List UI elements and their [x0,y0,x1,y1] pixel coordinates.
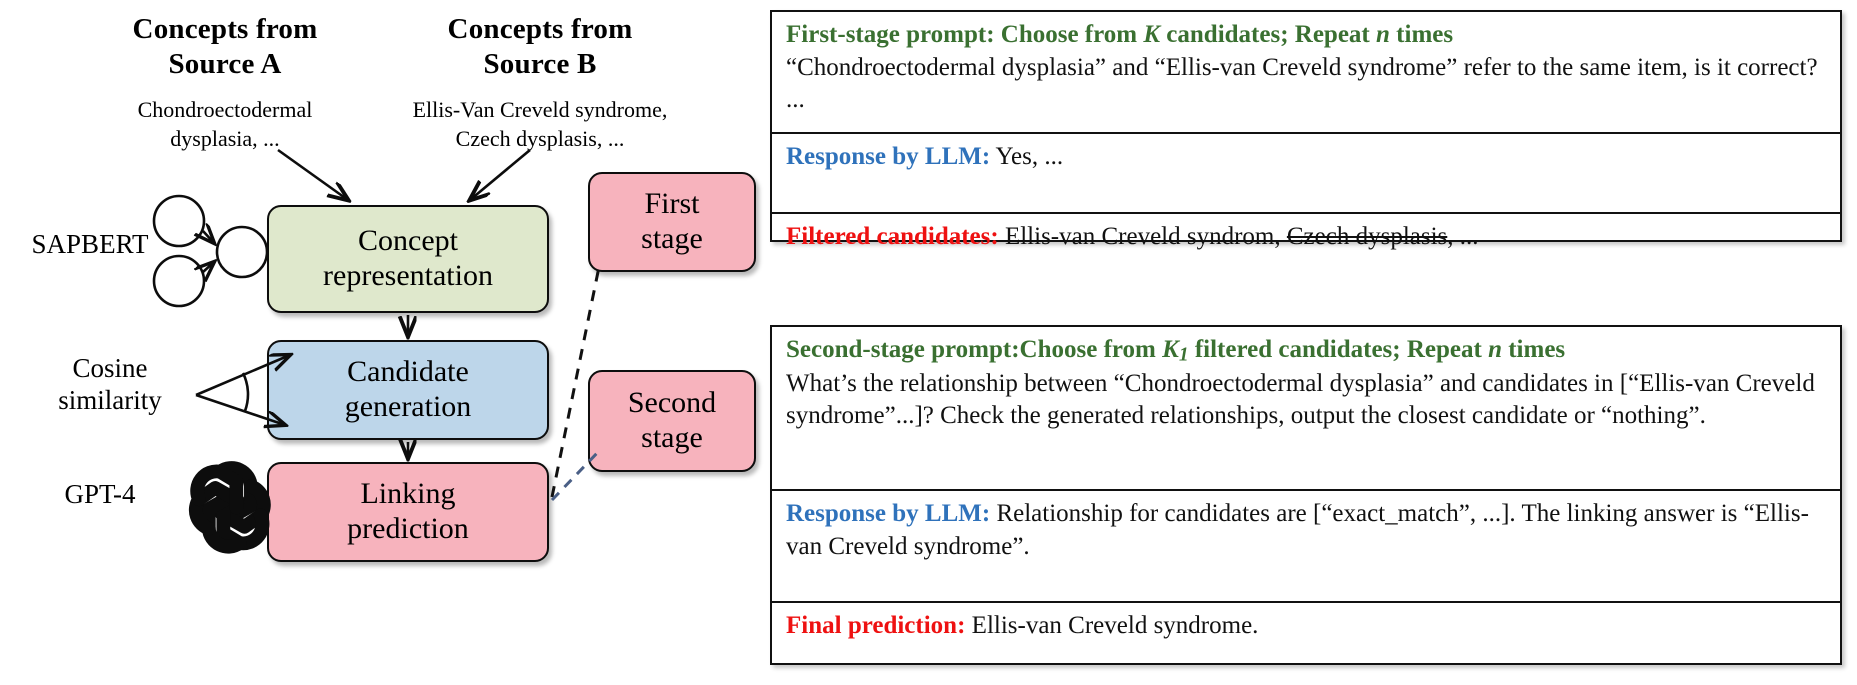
source-a-example-2: dysplasia, ... [170,125,280,151]
gpt4-label: GPT-4 [30,478,170,510]
filtered-candidates-row: Filtered candidates: Ellis-van Creveld s… [772,214,1840,290]
response-by-llm-row-2: Response by LLM: Relationship for candid… [772,491,1840,603]
neural-network-icon [152,194,269,308]
candidate-generation-line2: generation [344,390,472,423]
second-stage-panel: Second-stage prompt:Choose from K1 filte… [770,325,1842,665]
second-stage-prompt-k: K [1162,336,1179,363]
linking-prediction-line2: prediction [347,512,469,545]
cosine-label-line1: Cosine [72,353,148,383]
first-stage-prompt-k: K [1143,21,1161,48]
badge-first-stage[interactable]: First stage [588,172,756,272]
cosine-similarity-label: Cosine similarity [20,352,200,417]
box-linking-prediction[interactable]: Linking prediction [267,462,549,562]
response-by-llm-label-2: Response by LLM: [786,500,991,527]
candidate-generation-line1: Candidate [347,355,469,389]
openai-logo-icon [188,461,271,554]
source-b-example-2: Czech dysplasis, ... [455,125,625,151]
second-stage-prompt-body: What’s the relationship between “Chondro… [786,369,1815,430]
second-stage-prompt-label: Second-stage prompt:Choose from [786,336,1163,363]
final-prediction-row: Final prediction: Ellis-van Creveld synd… [772,603,1840,685]
second-stage-line2: stage [641,421,703,454]
source-b-title-line2: Source B [483,48,597,81]
sapbert-label-text: SAPBERT [31,229,149,259]
badge-second-stage[interactable]: Second stage [588,370,756,472]
first-stage-prompt-n: n [1376,21,1390,48]
second-stage-prompt-n: n [1488,336,1502,363]
second-stage-prompt-mid: filtered candidates; Repeat [1188,336,1489,363]
filtered-candidates-removed: Czech dysplasis [1286,223,1448,250]
response-by-llm-body-2: Relationship for candidates are [“exact_… [786,500,1809,560]
linking-prediction-line1: Linking [360,477,456,511]
first-stage-prompt-mid: candidates; Repeat [1160,21,1377,48]
first-stage-line2: stage [641,222,703,255]
response-by-llm-body-1: Yes, ... [990,143,1064,170]
first-stage-prompt-tail: times [1389,21,1454,48]
box-candidate-generation[interactable]: Candidate generation [267,340,549,440]
source-b-title: Concepts from Source B [375,12,705,83]
second-stage-prompt-k-subscript: 1 [1178,344,1189,366]
first-stage-prompt-label: First-stage prompt: Choose from [786,21,1144,48]
concept-representation-line2: representation [323,259,493,292]
first-stage-line1: First [644,187,700,221]
concept-representation-line1: Concept [358,224,458,258]
sapbert-label: SAPBERT [10,228,170,260]
filtered-candidates-tail: , ... [1447,223,1479,250]
second-stage-prompt-tail: times [1501,336,1566,363]
first-stage-panel: First-stage prompt: Choose from K candid… [770,10,1842,250]
response-by-llm-row-1: Response by LLM: Yes, ... [772,134,1840,214]
second-stage-prompt-row: Second-stage prompt:Choose from K1 filte… [772,327,1840,491]
gpt4-label-text: GPT-4 [64,479,136,509]
source-a-examples: Chondroectodermal dysplasia, ... [75,96,375,153]
cosine-label-line2: similarity [58,385,162,416]
filtered-candidates-kept: Ellis-van Creveld syndrom, [998,223,1287,250]
arrow-source-a-to-concept [277,148,348,200]
final-prediction-label: Final prediction: [786,612,966,639]
source-a-example-1: Chondroectodermal [137,97,313,122]
source-b-examples: Ellis-Van Creveld syndrome, Czech dyspla… [370,96,710,153]
filtered-candidates-label: Filtered candidates: [786,223,999,250]
final-prediction-body: Ellis-van Creveld syndrome. [965,612,1259,639]
source-a-title: Concepts from Source A [60,12,390,83]
source-a-title-line1: Concepts from [132,13,318,45]
response-by-llm-label-1: Response by LLM: [786,143,991,170]
arrow-source-b-to-concept [470,149,531,200]
source-b-example-1: Ellis-Van Creveld syndrome, [412,97,668,122]
source-b-title-line1: Concepts from [447,13,633,45]
second-stage-line1: Second [627,386,717,420]
source-a-title-line2: Source A [168,48,282,81]
first-stage-prompt-body: “Chondroectodermal dysplasia” and “Ellis… [786,53,1818,114]
first-stage-prompt-row: First-stage prompt: Choose from K candid… [772,12,1840,134]
box-concept-representation[interactable]: Concept representation [267,205,549,313]
